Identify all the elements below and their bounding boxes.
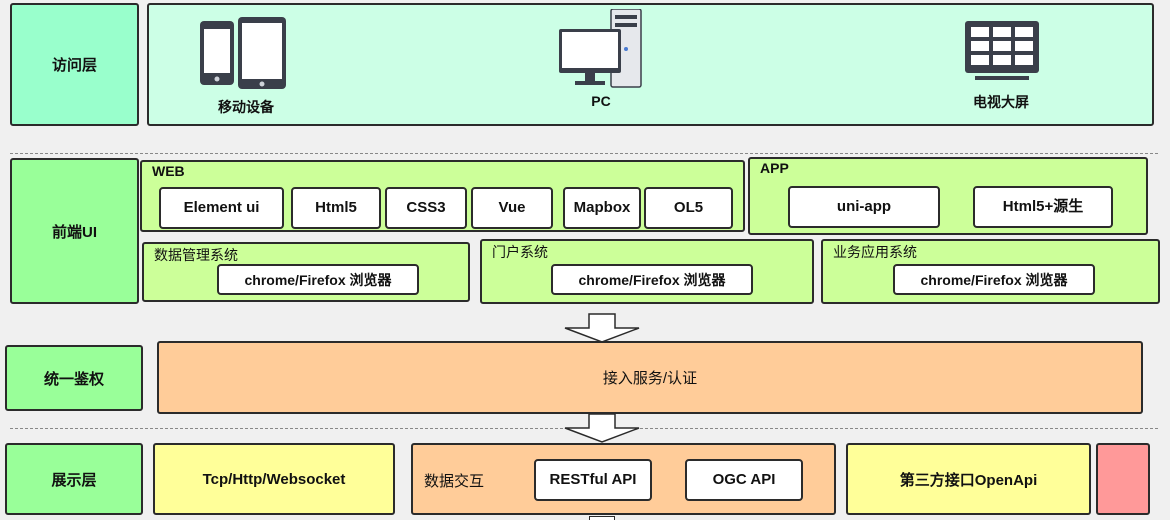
auth-label: 统一鉴权: [5, 345, 143, 411]
web-panel: WEB Element ui Html5 CSS3 Vue Mapbox OL5: [140, 160, 745, 232]
device-label-mobile: 移动设备: [218, 99, 274, 115]
third-party-api-box: 第三方接口OpenApi: [846, 443, 1091, 515]
tv-big-screen-icon: [965, 21, 1039, 80]
web-item-html5: Html5: [291, 187, 381, 229]
system-panel-data-management: 数据管理系统 chrome/Firefox 浏览器: [142, 242, 470, 302]
auth-label-text: 统一鉴权: [43, 370, 104, 388]
app-item-uni-app: uni-app: [788, 186, 940, 228]
access-service-box: 接入服务/认证: [157, 341, 1143, 414]
browser-badge: chrome/Firefox 浏览器: [893, 264, 1095, 295]
display-layer-label-text: 展示层: [51, 471, 97, 489]
device-label-pc: PC: [591, 93, 611, 109]
web-item-element-ui: Element ui: [159, 187, 284, 229]
web-item-ol5: OL5: [644, 187, 733, 229]
web-item-mapbox: Mapbox: [563, 187, 641, 229]
display-layer-label: 展示层: [5, 443, 143, 515]
system-title-data-management: 数据管理系统: [154, 247, 238, 263]
protocol-text: Tcp/Http/Websocket: [202, 470, 346, 488]
access-layer-label-text: 访问层: [51, 57, 97, 74]
down-arrow-icon: [564, 413, 640, 443]
access-layer-label: 访问层: [10, 3, 139, 126]
down-arrow-icon: [564, 313, 640, 343]
system-title-portal: 门户系统: [492, 244, 548, 260]
system-panel-business: 业务应用系统 chrome/Firefox 浏览器: [821, 239, 1160, 304]
data-exchange-title: 数据交互: [424, 473, 485, 490]
desktop-pc-icon: [559, 9, 642, 88]
arrow-stub: [589, 516, 615, 520]
app-item-html5-native: Html5+源生: [973, 186, 1113, 228]
web-item-css3: CSS3: [385, 187, 467, 229]
restful-api-item: RESTful API: [534, 459, 652, 501]
protocol-box: Tcp/Http/Websocket: [153, 443, 395, 515]
device-label-tv: 电视大屏: [973, 94, 1029, 110]
browser-badge: chrome/Firefox 浏览器: [551, 264, 753, 295]
access-devices-panel: 移动设备 PC 电视大屏: [147, 3, 1154, 126]
system-panel-portal: 门户系统 chrome/Firefox 浏览器: [480, 239, 814, 304]
frontend-ui-label: 前端UI: [10, 158, 139, 304]
frontend-ui-label-text: 前端UI: [51, 223, 97, 241]
browser-badge: chrome/Firefox 浏览器: [217, 264, 419, 295]
separator-line: [10, 153, 1158, 154]
mobile-devices-icon: [200, 17, 286, 89]
app-panel-title: APP: [760, 160, 789, 176]
ogc-api-item: OGC API: [685, 459, 803, 501]
web-panel-title: WEB: [152, 163, 185, 179]
access-service-text: 接入服务/认证: [602, 370, 698, 387]
system-title-business: 业务应用系统: [833, 244, 917, 260]
data-exchange-box: 数据交互 RESTful API OGC API: [411, 443, 836, 515]
extra-pink-box: [1096, 443, 1150, 515]
third-party-api-text: 第三方接口OpenApi: [899, 471, 1038, 489]
app-panel: APP uni-app Html5+源生: [748, 157, 1148, 235]
web-item-vue: Vue: [471, 187, 553, 229]
